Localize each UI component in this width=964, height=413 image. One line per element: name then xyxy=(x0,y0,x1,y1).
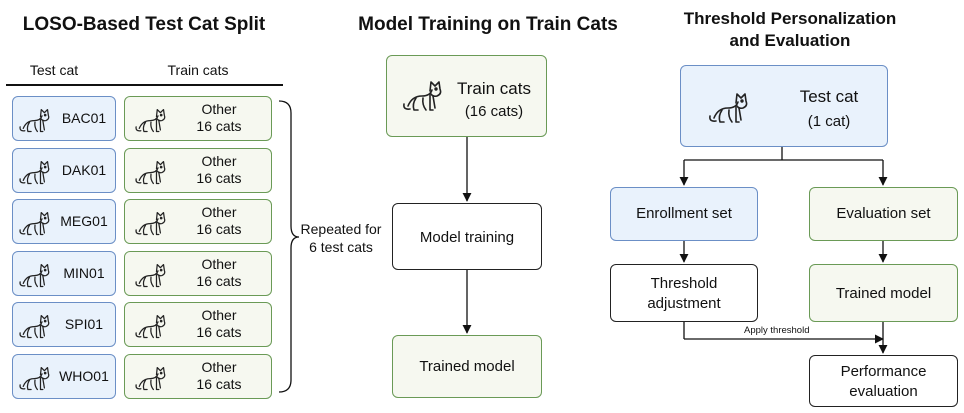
threshold-label-line2: adjustment xyxy=(647,295,721,312)
performance-label-line2: evaluation xyxy=(849,383,918,400)
train-cats-line1: Other xyxy=(201,153,237,169)
apply-threshold-label: Apply threshold xyxy=(744,325,810,336)
test-cat-label-line1: Test cat xyxy=(799,87,859,106)
test-cat-label-line2: (1 cat) xyxy=(807,113,851,130)
train-cats-line2: 16 cats xyxy=(196,221,242,237)
test-cat-box xyxy=(680,65,888,147)
test-cat-id: WHO01 xyxy=(59,368,109,384)
trained-model-box xyxy=(392,335,542,398)
train-cats-line1: Other xyxy=(201,256,237,272)
panel3-title-line2: and Evaluation xyxy=(729,31,851,50)
test-cat-box: SPI01 xyxy=(12,302,116,347)
train-cats-line1: Other xyxy=(201,204,237,220)
test-cat-box: WHO01 xyxy=(12,354,116,399)
panel2-title: Model Training on Train Cats xyxy=(358,14,618,35)
cat-icon xyxy=(400,74,446,119)
trained-model-eval-box xyxy=(809,264,958,322)
train-cats-line2: 16 cats xyxy=(196,324,242,340)
test-cat-box: DAK01 xyxy=(12,148,116,193)
trained-model-label: Trained model xyxy=(419,358,515,375)
train-cats-box xyxy=(386,55,547,137)
train-cats-line2: 16 cats xyxy=(196,376,242,392)
performance-label-line1: Performance xyxy=(840,363,927,380)
train-cats-line1: Other xyxy=(201,307,237,323)
evaluation-set-box xyxy=(809,187,958,241)
header-divider xyxy=(6,84,283,86)
cat-icon xyxy=(706,86,752,131)
test-cat-id: MEG01 xyxy=(60,213,108,229)
train-cats-line2: 16 cats xyxy=(196,273,242,289)
model-training-box xyxy=(392,203,542,270)
train-cats-line1: Other xyxy=(201,359,237,375)
train-cats-line2: 16 cats xyxy=(196,170,242,186)
repeat-label-line2: 6 test cats xyxy=(309,239,373,255)
threshold-label-line1: Threshold xyxy=(650,275,718,292)
column-header-train-cats: Train cats xyxy=(167,62,229,78)
evaluation-set-label: Evaluation set xyxy=(836,205,931,222)
enrollment-set-box xyxy=(610,187,758,241)
train-cats-label-line2: (16 cats) xyxy=(464,103,524,120)
test-cat-box: BAC01 xyxy=(12,96,116,141)
panel3-title-line1: Threshold Personalization xyxy=(683,9,897,28)
test-cat-id: SPI01 xyxy=(64,316,104,332)
model-training-label: Model training xyxy=(419,229,515,246)
test-cat-id: BAC01 xyxy=(61,110,107,126)
train-cats-line1: Other xyxy=(201,101,237,117)
test-cat-box: MIN01 xyxy=(12,251,116,296)
column-header-test-cat: Test cat xyxy=(29,62,79,78)
train-cats-label-line1: Train cats xyxy=(456,79,531,98)
test-cat-box: MEG01 xyxy=(12,199,116,244)
train-cats-line2: 16 cats xyxy=(196,118,242,134)
repeat-bracket xyxy=(278,100,300,393)
threshold-adjustment-box xyxy=(610,264,758,322)
test-cat-id: DAK01 xyxy=(61,162,107,178)
panel1-title: LOSO-Based Test Cat Split xyxy=(22,14,266,35)
repeat-label-line1: Repeated for xyxy=(300,221,382,237)
trained-model-eval-label: Trained model xyxy=(835,285,932,302)
enrollment-set-label: Enrollment set xyxy=(636,205,732,222)
test-cat-id: MIN01 xyxy=(63,265,105,281)
performance-evaluation-box xyxy=(809,355,958,407)
